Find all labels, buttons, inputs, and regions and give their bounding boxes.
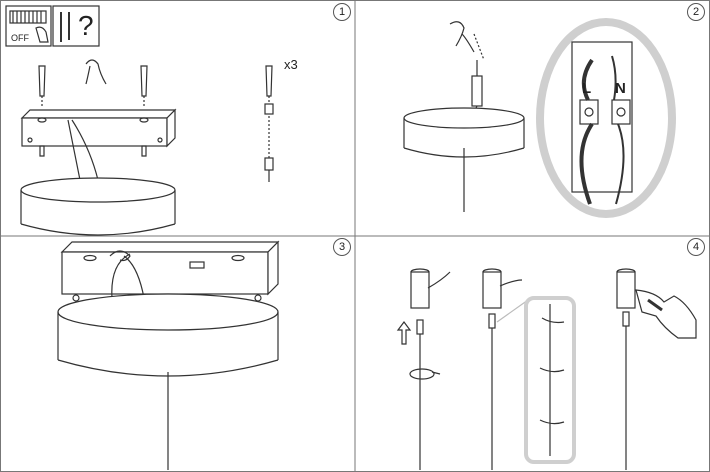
wall-plug-left [38, 65, 46, 108]
wall-plug-center [140, 65, 148, 108]
canopy-c [616, 268, 697, 470]
switch-off-label: OFF [11, 33, 29, 43]
step-number-4: 4 [687, 238, 705, 256]
screwdriver-icon [60, 12, 70, 38]
ceiling-wire [449, 21, 475, 53]
live-wire [579, 58, 594, 205]
cable-3 [111, 253, 145, 299]
quantity-label: x3 [284, 57, 298, 72]
fuse-box-icon [5, 5, 52, 47]
terminal-zoom-view [536, 18, 676, 218]
canopy-b [482, 268, 529, 470]
canopy-a [396, 268, 451, 470]
wire-hook [85, 59, 107, 85]
wall-plug-right [264, 65, 274, 182]
neutral-terminal-label: N [615, 80, 626, 97]
live-terminal-label: L [582, 80, 592, 97]
step-number-3: 3 [333, 238, 351, 256]
mounting-bracket [20, 108, 177, 157]
step-number-1: 1 [333, 3, 351, 21]
neutral-wire [611, 55, 625, 205]
step-number-2: 2 [687, 3, 705, 21]
panel-2-drawing [403, 21, 525, 212]
lamp-body [20, 177, 176, 236]
mounting-bracket-3 [60, 240, 280, 302]
panel-1-drawing [5, 5, 274, 236]
help-mark: ? [78, 10, 94, 41]
panel-4-drawing [396, 268, 697, 470]
terminal-block-small [471, 75, 483, 107]
lamp-body-3 [57, 293, 279, 377]
panel-3-drawing [57, 240, 280, 470]
cable [67, 119, 99, 181]
